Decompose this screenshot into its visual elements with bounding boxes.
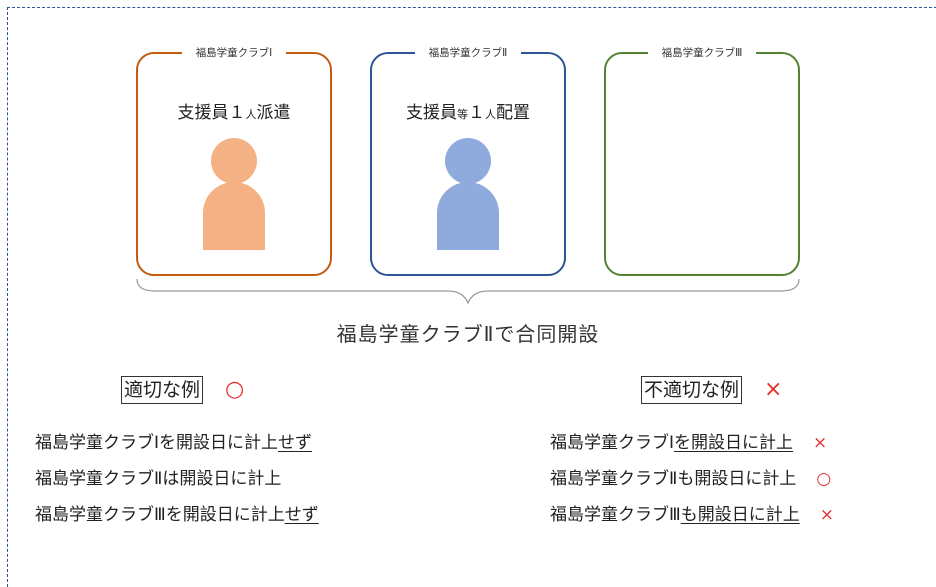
bad-example-list: 福島学童クラブⅠを開設日に計上× 福島学童クラブⅡも開設日に計上○ 福島学童クラ… [550,425,834,533]
list-item: 福島学童クラブⅠを開設日に計上せず [35,433,313,453]
list-item: 福島学童クラブⅢを開設日に計上せず [35,505,319,525]
person-icon [437,138,499,250]
circle-mark-icon: ○ [816,469,832,489]
club-2-title: 福島学童クラブⅡ [414,47,522,59]
cross-mark-icon: × [813,433,828,453]
circle-mark-icon: ○ [225,377,245,402]
club-3-title: 福島学童クラブⅢ [647,47,757,59]
list-item: 福島学童クラブⅡも開設日に計上○ [550,469,832,489]
cross-mark-icon: × [764,377,783,402]
club-2-staff: 支援員等１人配置 [406,103,530,123]
cross-mark-icon: × [819,505,834,525]
club-1-staff: 支援員１人派遣 [177,103,291,123]
list-item: 福島学童クラブⅡは開設日に計上 [35,469,282,489]
list-item: 福島学童クラブⅠを開設日に計上× [550,433,828,453]
good-example-heading: 適切な例○ [121,376,244,404]
list-item: 福島学童クラブⅢも開設日に計上× [550,505,834,525]
club-2-box: 福島学童クラブⅡ 支援員等１人配置 [370,47,566,276]
good-example-list: 福島学童クラブⅠを開設日に計上せず 福島学童クラブⅡは開設日に計上 福島学童クラ… [35,425,319,533]
bad-example-heading: 不適切な例× [641,376,782,404]
brace-icon [136,278,800,305]
person-icon [203,138,265,250]
club-1-title: 福島学童クラブⅠ [181,47,287,59]
club-1-box: 福島学童クラブⅠ 支援員１人派遣 [136,47,332,276]
dashed-frame [7,7,936,587]
merge-caption: 福島学童クラブⅡで合同開設 [336,322,600,346]
club-3-box: 福島学童クラブⅢ [604,47,800,276]
